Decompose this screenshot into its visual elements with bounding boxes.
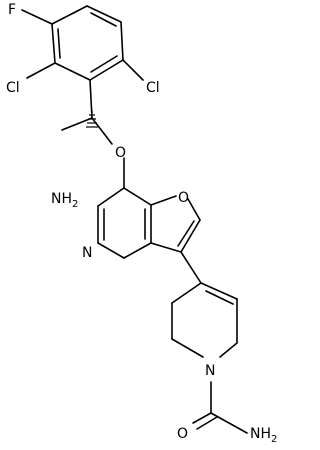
piperidine-nitrogen-label: N: [205, 363, 215, 379]
fluorine-label: F: [8, 2, 16, 18]
carbonyl-oxygen-label: O: [177, 426, 188, 442]
pyridine-nitrogen-label: N: [82, 245, 92, 261]
amino-label: NH2: [51, 191, 78, 210]
chemical-structure: F Cl Cl O NH2 O N N O NH2: [6, 2, 277, 445]
chlorine-right-label: Cl: [146, 80, 160, 96]
chlorine-left-label: Cl: [6, 80, 20, 96]
furan-oxygen-label: O: [178, 190, 189, 206]
amide-amino-label: NH2: [250, 426, 277, 445]
hashed-stereo-bond: [86, 111, 98, 128]
bond-lines: [21, 5, 248, 434]
ether-oxygen-label: O: [115, 145, 126, 161]
